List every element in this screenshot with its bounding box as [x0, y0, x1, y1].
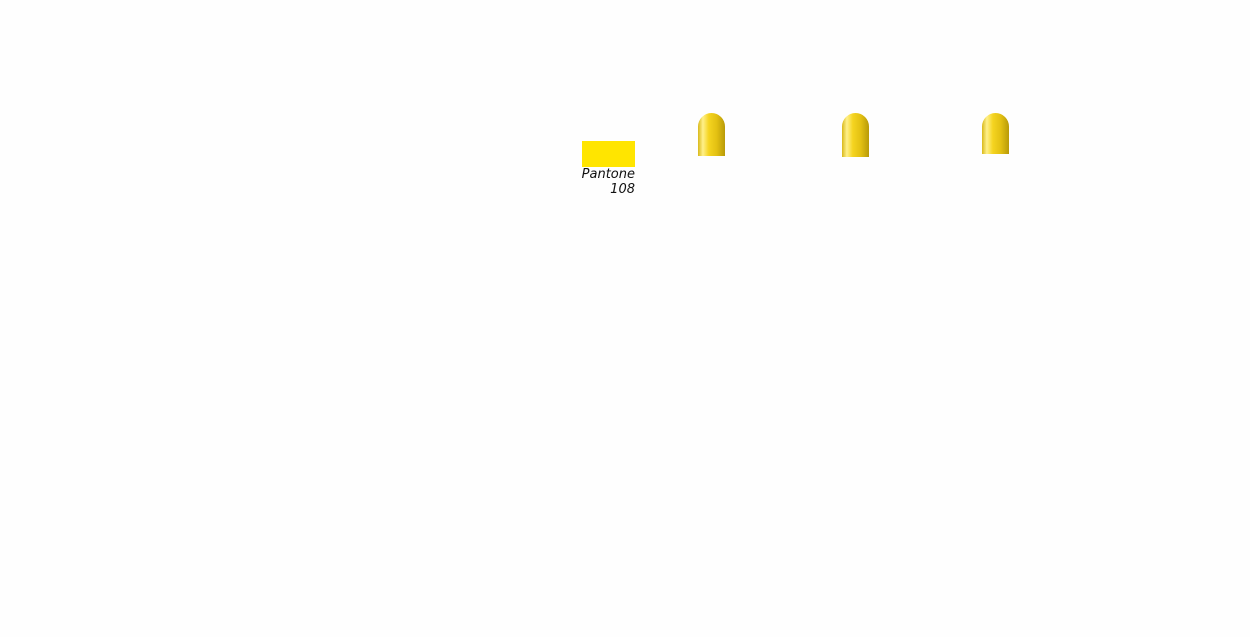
yellow-cap-2: [842, 113, 869, 157]
pantone-label-name: Pantone: [581, 167, 635, 182]
yellow-cap-3: [982, 113, 1009, 154]
yellow-cap-1: [698, 113, 725, 156]
pantone-color-swatch: [582, 141, 635, 167]
pantone-label: Pantone 108: [560, 167, 635, 197]
pantone-label-number: 108: [610, 182, 635, 197]
